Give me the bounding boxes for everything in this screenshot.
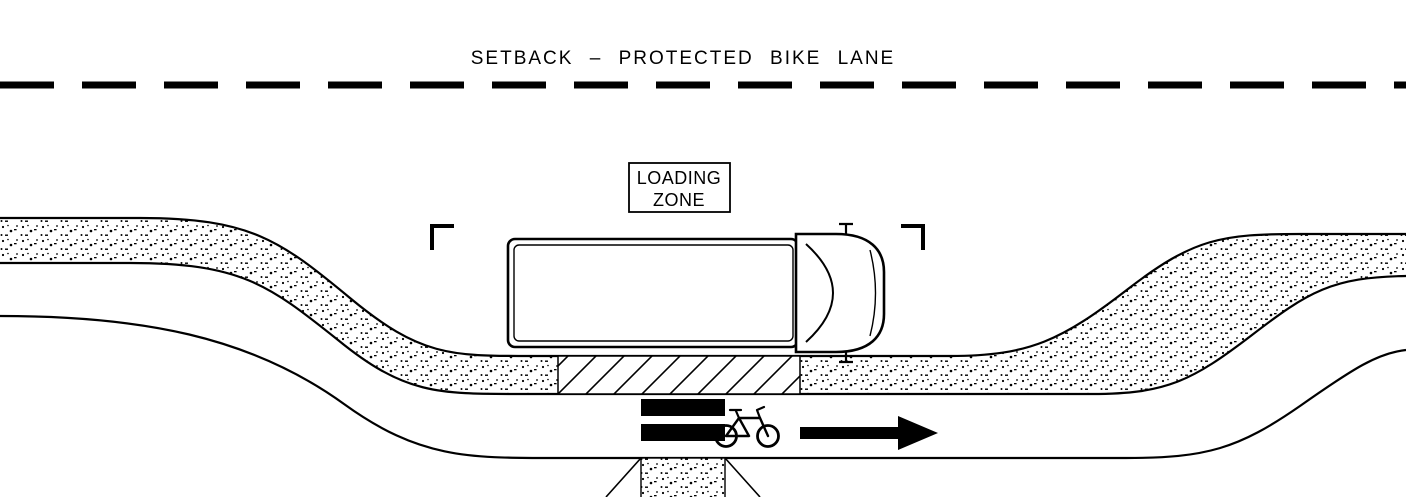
bike-front-wheel <box>756 424 780 448</box>
pedestrian-ramp <box>605 457 761 497</box>
bike-lane-outer-edge <box>0 314 1406 460</box>
loading-pad-hatched-area <box>557 355 801 395</box>
truck-box <box>506 237 800 349</box>
buffer-island-upper-edge <box>0 216 1406 358</box>
crosswalk-bar <box>641 399 725 416</box>
pedestrian-ramp-stippled <box>640 457 726 497</box>
bike-seat <box>728 408 743 420</box>
bike-icon <box>714 405 780 448</box>
loading-zone-sign-line2: ZONE <box>653 190 705 210</box>
truck-box-inner-line <box>513 244 794 342</box>
truck-cab <box>794 232 886 354</box>
truck-mirror-top <box>839 222 853 234</box>
loading-zone-sign-line1: LOADING <box>637 168 722 188</box>
direction-arrow-icon <box>800 416 938 450</box>
bike-frame <box>724 416 770 438</box>
truck-top-view <box>506 222 886 364</box>
truck-windshield <box>805 243 834 343</box>
loading-zone-corner-marker-left <box>430 224 454 250</box>
loading-zone-sign-box <box>628 162 731 213</box>
truck-front-bumper-line <box>869 249 877 337</box>
ramp-flare-line-left <box>605 457 642 497</box>
truck-mirror-bottom <box>839 352 853 364</box>
ramp-flare-line-right <box>724 457 761 497</box>
buffer-island-lower-edge <box>0 261 1406 396</box>
crosswalk-bar <box>641 424 725 441</box>
loading-zone-sign: LOADING ZONE <box>628 162 731 213</box>
bike-handlebar <box>755 405 766 420</box>
crosswalk-marking <box>641 399 725 441</box>
diagram-title: SETBACK – PROTECTED BIKE LANE <box>471 48 895 69</box>
loading-zone-corner-marker-right <box>901 224 925 250</box>
